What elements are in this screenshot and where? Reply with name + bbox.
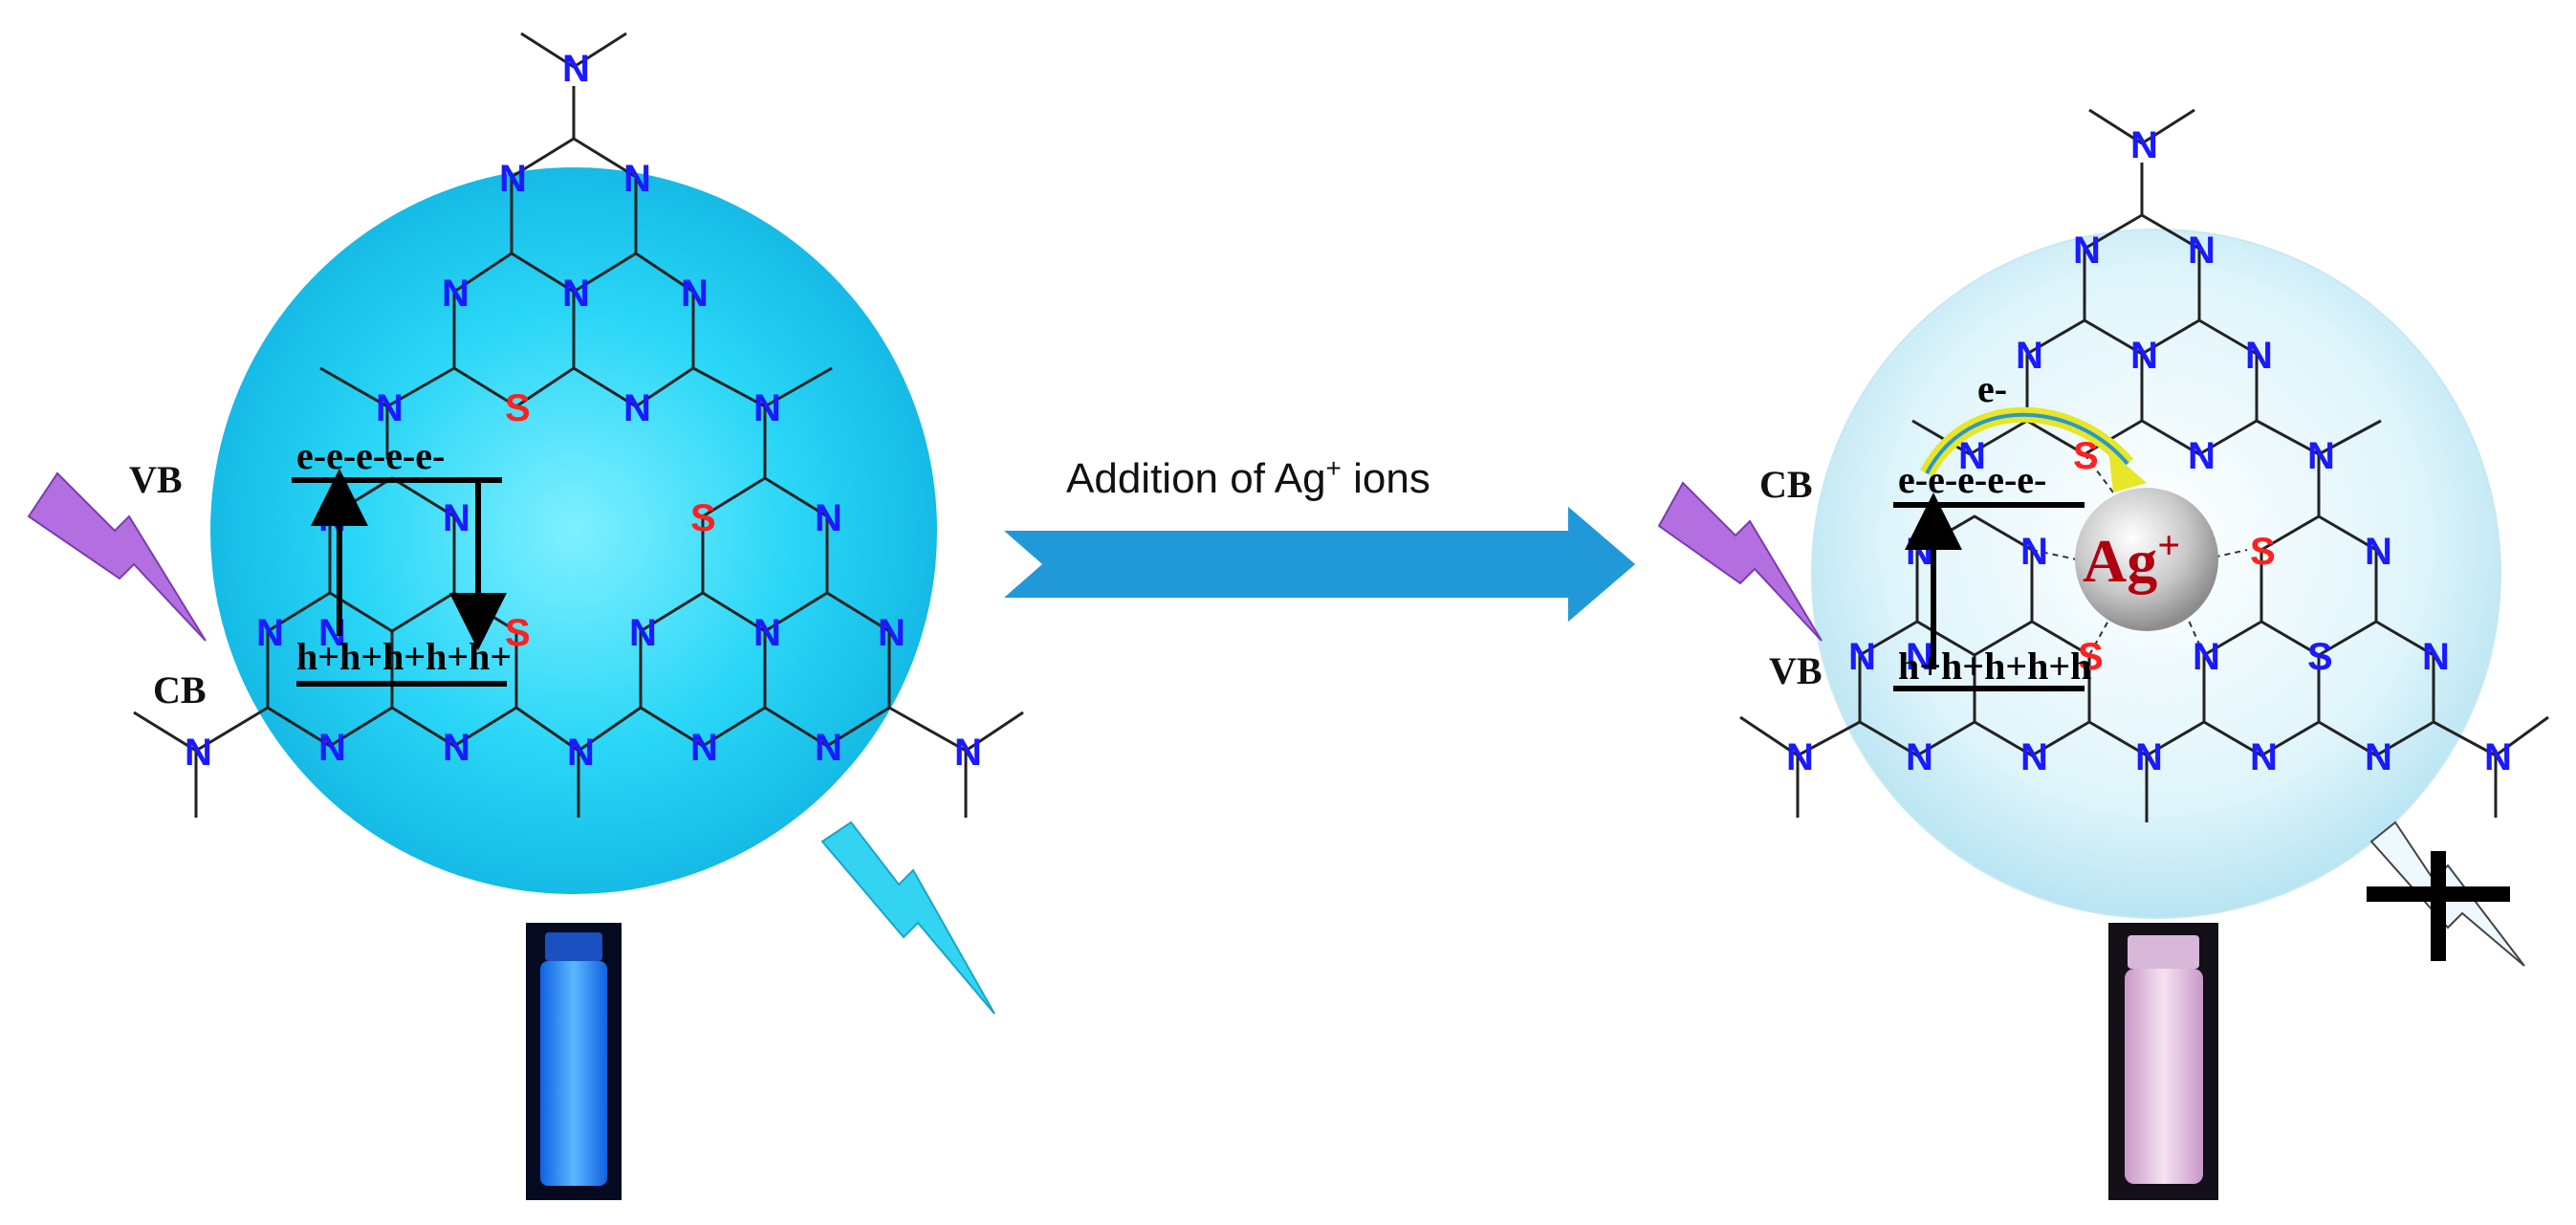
atom-n: N bbox=[2020, 531, 2048, 573]
atom-n: N bbox=[2484, 736, 2512, 778]
atom-n: N bbox=[2250, 736, 2278, 778]
transfer-electron-label: e- bbox=[1977, 367, 2007, 410]
right-molecule-atoms: N N N N N N S N N N S N S N N N N N N N … bbox=[1786, 124, 2512, 778]
atom-n: N bbox=[878, 612, 906, 654]
atom-n: N bbox=[623, 387, 651, 429]
atom-n: N bbox=[442, 273, 469, 315]
blocked-emission bbox=[2367, 820, 2525, 967]
atom-n: N bbox=[2365, 531, 2392, 573]
vb-label: VB bbox=[129, 458, 183, 501]
atom-n: N bbox=[2193, 636, 2220, 678]
atom-s: S bbox=[2250, 531, 2276, 573]
atom-n: N bbox=[1848, 636, 1876, 678]
atom-n: N bbox=[753, 612, 781, 654]
vial-icon bbox=[526, 923, 622, 1200]
atom-n: N bbox=[2130, 124, 2158, 166]
holes-label: h+h+h+h+h bbox=[1898, 645, 2091, 688]
atom-n: N bbox=[623, 158, 651, 200]
atom-n: N bbox=[1906, 531, 1933, 573]
silver-ion: Ag+ bbox=[2075, 488, 2218, 631]
electrons-label: e-e-e-e-e- bbox=[1898, 458, 2046, 501]
left-panel: N N N N N N S N N N S N N N N N N N N N … bbox=[27, 32, 1024, 1200]
left-molecule-bonds bbox=[133, 32, 1024, 818]
atom-n: N bbox=[629, 612, 657, 654]
atom-n: N bbox=[443, 727, 470, 769]
atom-n: N bbox=[690, 727, 718, 769]
atom-n: N bbox=[2188, 230, 2216, 272]
atom-n: N bbox=[2188, 435, 2216, 477]
atom-n: N bbox=[567, 732, 595, 774]
atom-n: N bbox=[2073, 230, 2101, 272]
atom-s: S bbox=[690, 497, 716, 539]
atom-n: N bbox=[562, 48, 590, 90]
atom-n: N bbox=[1906, 636, 1933, 678]
atom-n: N bbox=[1786, 736, 1814, 778]
atom-n: N bbox=[2016, 335, 2043, 377]
atom-n: N bbox=[753, 387, 781, 429]
center-arrow: Addition of Ag+ ions bbox=[1004, 453, 1635, 622]
holes-label: h+h+h+h+h+ bbox=[296, 635, 512, 678]
left-band-diagram: VB CB e-e-e-e-e- h+h+h+h+h+ bbox=[129, 434, 512, 711]
atom-n: N bbox=[2245, 335, 2273, 377]
atom-n: N bbox=[2135, 736, 2163, 778]
cb-label: CB bbox=[1759, 463, 1813, 506]
atom-n: N bbox=[2422, 636, 2450, 678]
atom-n: N bbox=[376, 387, 404, 429]
lightning-bolt-icon bbox=[820, 820, 995, 1015]
cross-icon bbox=[2367, 851, 2510, 961]
atom-n: N bbox=[815, 727, 842, 769]
atom-n: N bbox=[562, 273, 590, 315]
lightning-bolt-icon bbox=[1657, 481, 1823, 642]
atom-s: S bbox=[505, 612, 531, 654]
atom-n: N bbox=[2020, 736, 2048, 778]
atom-n: N bbox=[954, 732, 982, 774]
arrow-label: Addition of Ag+ ions bbox=[1066, 453, 1430, 502]
atom-n: N bbox=[2307, 435, 2335, 477]
atom-n: N bbox=[499, 158, 527, 200]
right-molecule-bonds bbox=[1739, 108, 2549, 822]
vial-icon bbox=[2108, 923, 2218, 1200]
atom-n: N bbox=[681, 273, 709, 315]
atom-n: N bbox=[815, 497, 842, 539]
lightning-bolt-icon bbox=[27, 471, 207, 642]
right-panel: N N N N N N S N N N S N S N N N N N N N … bbox=[1657, 108, 2549, 1200]
left-molecule-atoms: N N N N N N S N N N S N N N N N N N N N … bbox=[185, 48, 982, 774]
atom-n: N bbox=[318, 727, 346, 769]
atom-s: S bbox=[2078, 636, 2104, 678]
atom-n: N bbox=[2130, 335, 2158, 377]
electron-transfer: e- bbox=[1919, 367, 2147, 492]
atom-n: N bbox=[1958, 435, 1986, 477]
ag-ion-label: Ag+ bbox=[2083, 524, 2180, 595]
electrons-label: e-e-e-e-e- bbox=[296, 434, 445, 477]
atom-n: N bbox=[443, 497, 470, 539]
atom-n: N bbox=[185, 732, 212, 774]
cb-label: CB bbox=[153, 668, 207, 711]
atom-n: N bbox=[1906, 736, 1933, 778]
right-band-diagram: CB VB e-e-e-e-e- h+h+h+h+h bbox=[1759, 458, 2091, 692]
vb-label: VB bbox=[1769, 649, 1823, 692]
atom-n: N bbox=[2365, 736, 2392, 778]
atom-n: N bbox=[256, 612, 284, 654]
atom-s: S bbox=[505, 387, 531, 429]
atom-s: S bbox=[2307, 636, 2333, 678]
